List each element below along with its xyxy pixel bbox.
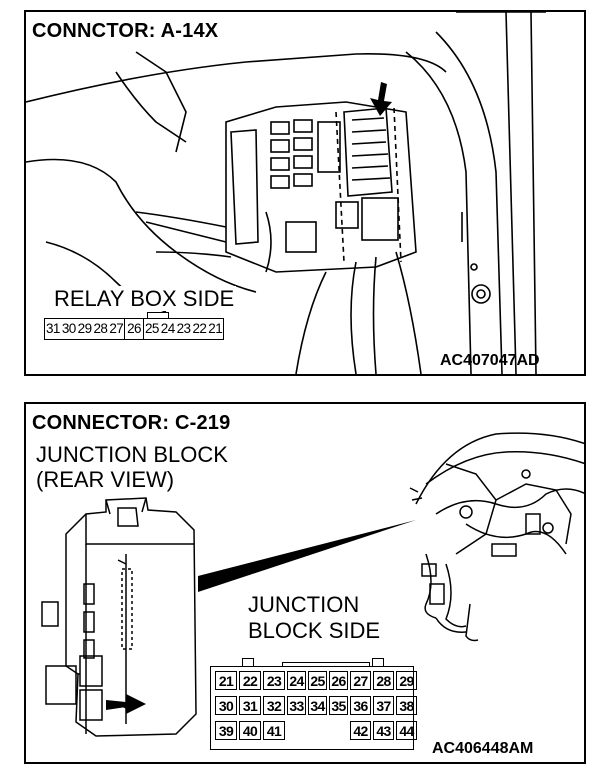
empty-cavity [287,721,350,740]
connector-title: CONNECTOR: C-219 [32,412,231,434]
connector-key-tab [242,658,254,667]
pin-36: 36 [350,696,371,715]
junction-block-connector: 21 22 23 24 25 26 27 28 29 30 31 32 33 3… [210,666,417,750]
figure-code: AC406448AM [432,740,534,757]
pin-26: 26 [329,671,348,690]
figure-code: AC407047AD [440,352,540,369]
junction-side-label-line2: BLOCK SIDE [248,618,381,643]
pin-38: 38 [396,696,417,715]
relay-box-illustration [26,12,546,374]
pin-27: 27 [350,671,371,690]
connector-key-tab [282,662,370,667]
pin-21: 21 [208,321,223,336]
relay-box-connector: 31 30 29 28 27 26 25 24 23 22 21 [44,318,225,340]
connector-title: CONNCTOR: A-14X [32,20,219,42]
connector-row-2: 30 31 32 33 34 35 36 37 38 [215,696,419,715]
pin-30: 30 [61,321,76,336]
pin-22: 22 [239,671,261,690]
pin-28: 28 [93,321,108,336]
pin-40: 40 [239,721,261,740]
pointer-arrow-icon [106,694,146,714]
pin-34: 34 [308,696,327,715]
rear-view-label: (REAR VIEW) [36,467,175,492]
pin-25: 25 [308,671,327,690]
pin-24: 24 [160,321,175,336]
connector-row-1: 21 22 23 24 25 26 27 28 29 [215,671,419,690]
pin-42: 42 [350,721,371,740]
connector-key-tab [372,658,384,667]
pin-27: 27 [109,321,124,336]
pin-30: 30 [215,696,237,715]
junction-block-label: JUNCTION BLOCK [36,442,228,467]
pin-31: 31 [239,696,261,715]
pin-22: 22 [192,321,207,336]
pin-29: 29 [396,671,417,690]
pin-32: 32 [263,696,285,715]
pin-26-highlighted: 26 [124,319,144,339]
pin-35: 35 [329,696,348,715]
pin-23: 23 [263,671,285,690]
pin-21: 21 [215,671,237,690]
pointer-arrow-icon [370,82,392,116]
junction-side-label-line1: JUNCTION [248,592,360,617]
connector-row-3: 39 40 41 42 43 44 [215,721,419,740]
pin-43: 43 [373,721,394,740]
pin-24: 24 [287,671,306,690]
pin-25: 25 [144,321,159,336]
connector-key-tab [147,312,169,319]
pin-28: 28 [373,671,394,690]
connector-a14x-panel: CONNCTOR: A-14X RELAY BOX SIDE 31 30 29 … [24,10,586,376]
pin-41: 41 [263,721,285,740]
pin-31: 31 [46,321,60,336]
pin-39: 39 [215,721,237,740]
junction-block-illustration [41,432,584,737]
pin-29: 29 [77,321,92,336]
relay-box-side-label: RELAY BOX SIDE [52,286,237,311]
pin-23: 23 [176,321,191,336]
connector-c219-panel: CONNECTOR: C-219 JUNCTION BLOCK (REAR VI… [24,402,586,764]
pin-44: 44 [396,721,417,740]
pin-37: 37 [373,696,394,715]
pin-33: 33 [287,696,306,715]
